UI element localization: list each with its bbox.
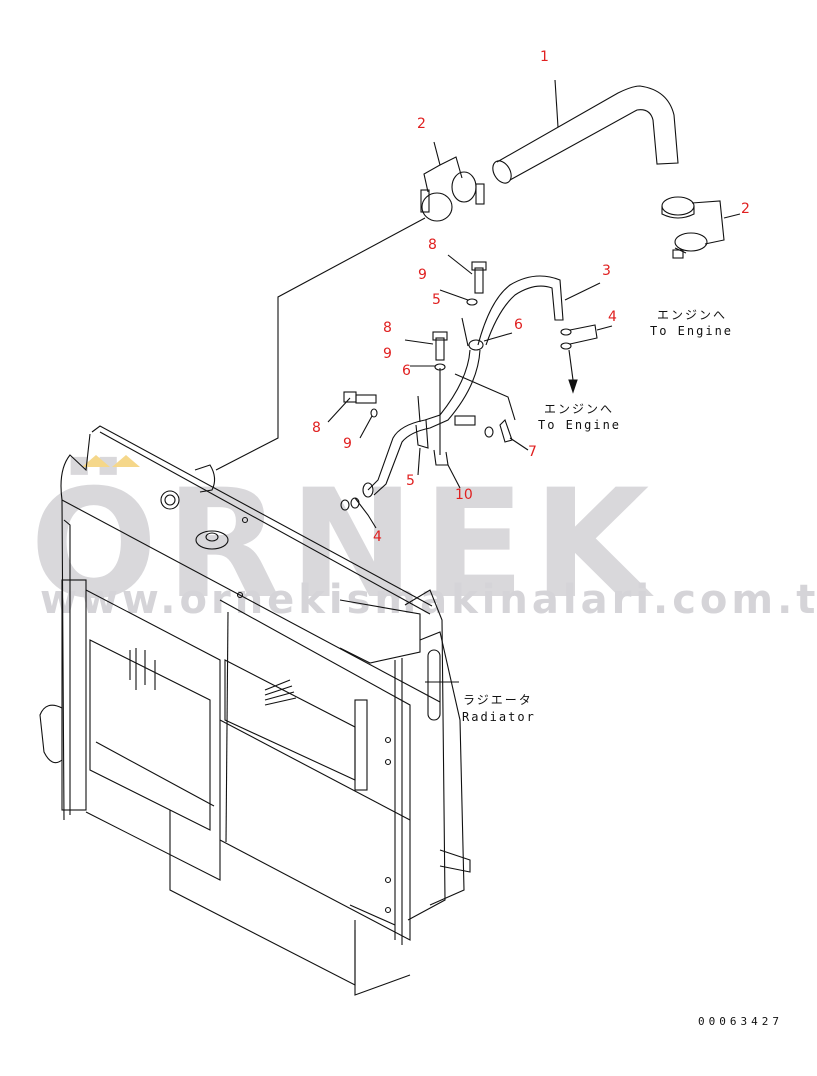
clamp-part-2-left xyxy=(420,141,485,222)
watermark-accent-left xyxy=(82,455,110,467)
callout-part-7: 7 xyxy=(528,444,537,460)
callout-part-5: 5 xyxy=(406,473,415,489)
radiator-assembly xyxy=(39,425,471,996)
callout-part-2: 2 xyxy=(417,116,426,132)
callout-part-2: 2 xyxy=(741,201,750,217)
callout-part-10: 10 xyxy=(455,487,473,503)
bracket-part-10 xyxy=(433,368,461,489)
callout-part-4: 4 xyxy=(373,529,382,545)
label-radiator-jp: ラジエータ xyxy=(463,693,533,707)
callout-part-3: 3 xyxy=(602,263,611,279)
callout-part-8: 8 xyxy=(383,320,392,336)
bolt-part-8 xyxy=(327,254,487,423)
callout-part-4: 4 xyxy=(608,309,617,325)
callout-part-6: 6 xyxy=(514,317,523,333)
callout-part-9: 9 xyxy=(343,436,352,452)
watermark-accent-right xyxy=(112,455,140,467)
washer-part-9 xyxy=(359,289,478,439)
drawing-code: 00063427 xyxy=(698,1015,783,1028)
washer-part-4 xyxy=(340,324,613,529)
label-to-engine-mid-jp: エンジンへ xyxy=(544,402,615,416)
clamp-part-5 xyxy=(415,317,469,476)
callout-part-8: 8 xyxy=(428,237,437,253)
label-to-engine-mid-en: To Engine xyxy=(538,418,622,432)
callout-part-9: 9 xyxy=(383,346,392,362)
bolt-part-7 xyxy=(454,373,529,451)
clip-part-6 xyxy=(468,332,513,351)
callout-part-8: 8 xyxy=(312,420,321,436)
hose-part-1 xyxy=(492,79,679,184)
callout-part-5: 5 xyxy=(432,292,441,308)
label-to-engine-top-jp: エンジンへ xyxy=(657,308,728,322)
clamp-part-2-right xyxy=(661,196,741,259)
label-to-engine-top-en: To Engine xyxy=(650,324,734,338)
watermark-brand: ÖRNEK xyxy=(30,458,658,632)
callout-part-9: 9 xyxy=(418,267,427,283)
callout-part-1: 1 xyxy=(540,49,549,65)
label-radiator-en: Radiator xyxy=(462,710,536,724)
callout-part-6: 6 xyxy=(402,363,411,379)
hose-part-3 xyxy=(362,275,601,498)
